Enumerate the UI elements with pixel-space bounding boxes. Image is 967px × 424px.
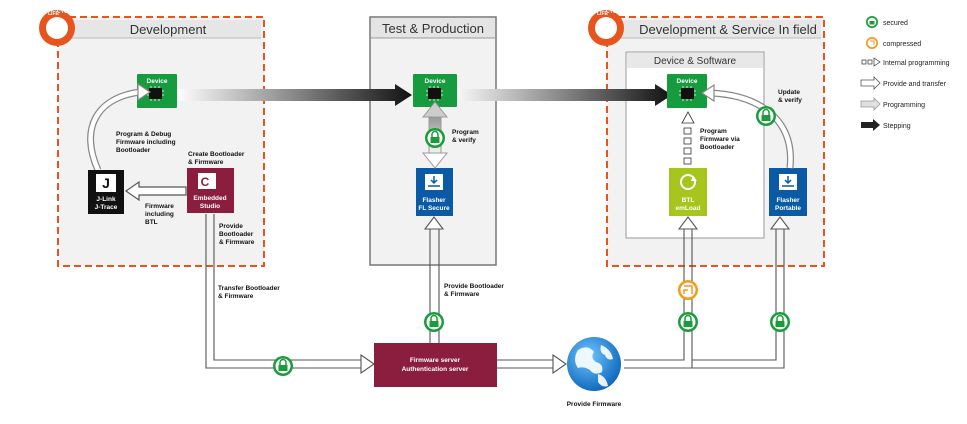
svg-text:& Firmware: & Firmware — [218, 293, 254, 300]
compress-icon — [678, 280, 698, 300]
flasher-portable-box: Flasher Portable — [769, 168, 807, 216]
svg-text:secured: secured — [883, 20, 908, 27]
jlink-icon: J — [102, 175, 110, 191]
server-label-1: Firmware server — [410, 357, 461, 364]
label-create-bootloader: Create Bootloader & Firmware — [188, 151, 245, 166]
lock-icon — [425, 128, 445, 148]
flasher-secure-label-1: Flasher — [422, 197, 446, 204]
svg-text:Update: Update — [778, 89, 800, 96]
svg-text:& verify: & verify — [778, 97, 802, 104]
label-firmware-btl: Firmware including BTL — [145, 203, 174, 226]
svg-text:& Firmware: & Firmware — [219, 239, 255, 246]
badge-text-cycle: CYCLE — [57, 9, 75, 15]
lock-icon — [273, 356, 293, 376]
svg-text:Provide and transfer: Provide and transfer — [883, 81, 947, 88]
svg-text:Provide: Provide — [219, 223, 243, 230]
svg-text:Programming: Programming — [883, 102, 925, 109]
svg-text:Stepping: Stepping — [883, 123, 911, 130]
svg-text:Create Bootloader: Create Bootloader — [188, 151, 245, 158]
legend-compressed: compressed — [866, 37, 921, 49]
svg-text:Provide Bootloader: Provide Bootloader — [444, 283, 504, 290]
label-provide-bootloader: Provide Bootloader & Firmware — [219, 223, 255, 246]
legend: secured compressed Internal programming … — [860, 16, 950, 131]
embedded-label-1: Embedded — [193, 195, 226, 202]
lifecycle-badge-right: LIFE CYCLE — [588, 9, 624, 46]
svg-text:Firmware via: Firmware via — [700, 136, 740, 143]
svg-text:compressed: compressed — [883, 41, 921, 48]
transfer-pipe-es-to-server — [205, 214, 375, 375]
internal-programming-arrow — [681, 111, 695, 165]
label-program-verify: Program & verify — [452, 129, 479, 144]
badge-text-cycle-2: CYCLE — [606, 9, 624, 15]
svg-text:Firmware including: Firmware including — [116, 139, 176, 146]
svg-text:including: including — [145, 211, 174, 218]
device-2: Device — [413, 74, 457, 107]
badge-text-life: LIFE — [48, 11, 59, 17]
transfer-pipe-server-to-globe — [496, 353, 567, 375]
svg-text:Transfer Bootloader: Transfer Bootloader — [218, 285, 280, 292]
btl-label-1: BTL — [682, 197, 695, 204]
label-program-via: Program Firmware via Bootloader — [700, 128, 740, 151]
flasher-secure-box: Flasher FL Secure — [416, 168, 453, 216]
device-1-label: Device — [147, 78, 168, 85]
legend-stepping: Stepping — [861, 119, 911, 131]
label-provide-bootloader-fw: Provide Bootloader & Firmware — [444, 283, 504, 298]
provide-firmware-label: Provide Firmware — [567, 401, 622, 408]
device-2-label: Device — [425, 78, 446, 85]
flasher-portable-label-1: Flasher — [776, 197, 800, 204]
test-production-title: Test & Production — [382, 21, 484, 36]
firmware-server-box: Firmware server Authentication server — [374, 343, 497, 387]
device-3-label: Device — [677, 78, 698, 85]
jlink-label-1: J-Link — [96, 196, 116, 203]
legend-secured: secured — [866, 16, 908, 28]
svg-text:Program: Program — [700, 128, 727, 135]
provide-arrow-es-to-jlink — [124, 180, 187, 202]
lock-icon — [678, 312, 698, 332]
btl-label-2: emLoad — [676, 205, 701, 212]
svg-text:Firmware: Firmware — [145, 203, 174, 210]
badge-text-life-2: LIFE — [597, 11, 608, 17]
svg-text:Bootloader: Bootloader — [219, 231, 254, 238]
flasher-secure-label-2: FL Secure — [418, 205, 450, 212]
lock-icon — [756, 106, 776, 126]
embedded-studio-box: C Embedded Studio — [187, 168, 234, 213]
svg-text:& Firmware: & Firmware — [444, 291, 480, 298]
jlink-box: J J-Link J-Trace — [88, 170, 124, 214]
label-transfer: Transfer Bootloader & Firmware — [218, 285, 280, 300]
device-3: Device — [667, 74, 707, 108]
stepping-arrow-2 — [450, 84, 672, 106]
svg-text:Bootloader: Bootloader — [700, 144, 735, 151]
development-title: Development — [130, 22, 207, 37]
device-software-title: Device & Software — [654, 56, 737, 67]
svg-text:Program: Program — [452, 129, 479, 136]
programming-arrow-left — [87, 82, 152, 172]
flasher-portable-label-2: Portable — [775, 205, 801, 212]
transfer-pipe-globe-to-field — [624, 216, 791, 369]
legend-internal-programming: Internal programming — [861, 57, 950, 67]
lifecycle-badge-left: LIFE CYCLE — [39, 9, 75, 46]
legend-provide-transfer: Provide and transfer — [860, 76, 947, 90]
svg-text:Bootloader: Bootloader — [116, 147, 151, 154]
embedded-studio-icon: C — [201, 175, 210, 189]
globe-icon — [567, 337, 621, 391]
svg-text:BTL: BTL — [145, 219, 158, 226]
stepping-arrow-1 — [176, 84, 412, 106]
svg-text:& Firmware: & Firmware — [188, 159, 224, 166]
svg-text:Program & Debug: Program & Debug — [116, 131, 171, 138]
lock-icon — [424, 312, 444, 332]
device-1: Device — [137, 74, 177, 108]
legend-programming: Programming — [860, 97, 925, 111]
svg-text:& verify: & verify — [452, 137, 476, 144]
jlink-label-2: J-Trace — [95, 204, 118, 211]
dev-service-title: Development & Service In field — [639, 22, 817, 37]
lock-icon — [770, 312, 790, 332]
server-label-2: Authentication server — [402, 366, 469, 373]
label-update-verify: Update & verify — [778, 89, 802, 104]
embedded-label-2: Studio — [200, 203, 220, 210]
svg-text:Internal programming: Internal programming — [883, 60, 950, 67]
label-program-debug: Program & Debug Firmware including Bootl… — [116, 131, 176, 154]
btl-emload-box: BTL emLoad — [669, 168, 707, 216]
